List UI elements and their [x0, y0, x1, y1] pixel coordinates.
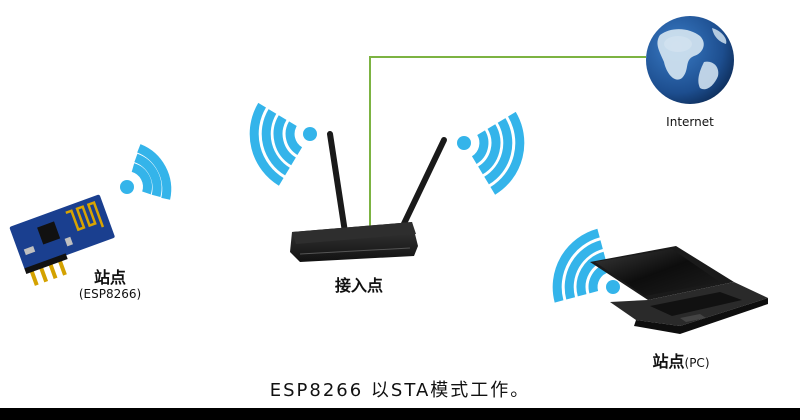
pc-suffix-text: (PC) [684, 356, 710, 370]
laptop-icon [590, 246, 768, 334]
pc-station-label: 站点(PC) [636, 348, 726, 372]
ethernet-cable-line [369, 56, 646, 228]
wifi-signal-icon-esp [120, 144, 172, 200]
router-icon [290, 131, 447, 262]
diagram-caption: ESP8266 以STA模式工作。 [269, 380, 531, 401]
globe-icon [646, 16, 734, 104]
pc-station-text: 站点 [652, 352, 685, 371]
wifi-signal-icon-router-left [249, 102, 317, 186]
access-point-label: 接入点 [334, 276, 383, 295]
esp-station-label: 站点 [93, 268, 126, 287]
esp-model-label: (ESP8266) [78, 287, 142, 301]
internet-label: Internet [666, 115, 714, 129]
bottom-bar [0, 408, 800, 420]
esp8266-module-icon [9, 194, 115, 286]
wifi-signal-icon-router-right [457, 111, 525, 195]
